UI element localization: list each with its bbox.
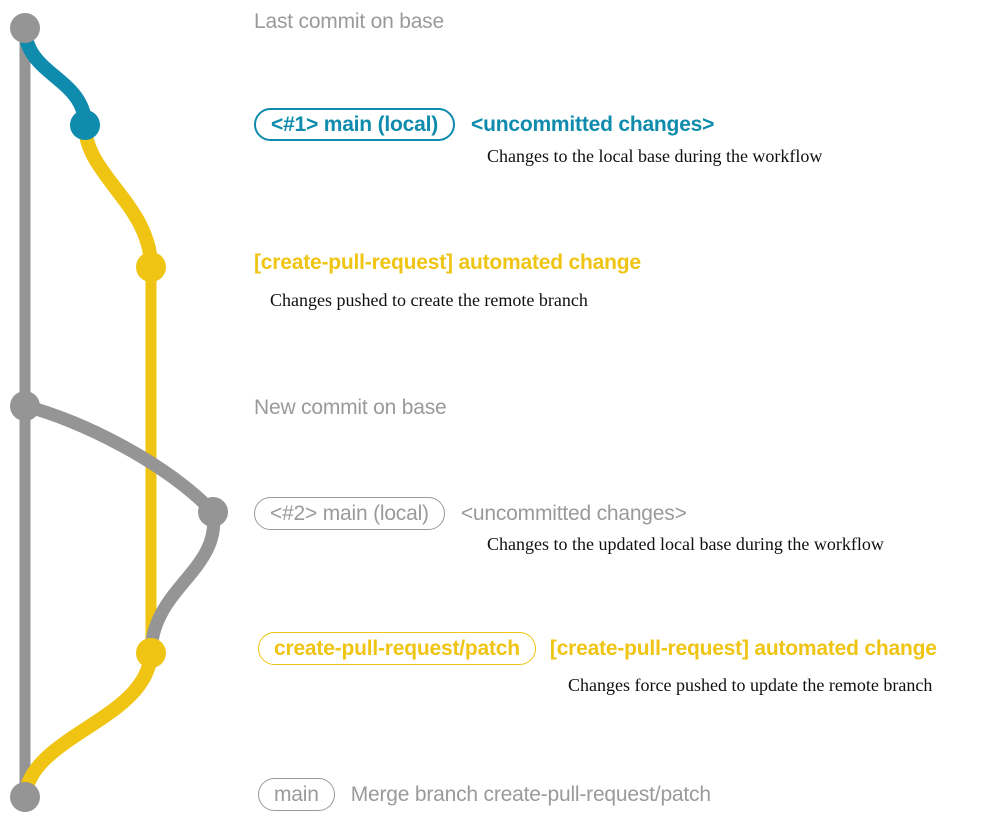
row-new-commit-on-base: New commit on base (254, 396, 447, 420)
branch-pill-create-pull-request-patch[interactable]: create-pull-request/patch (258, 632, 536, 665)
row-last-commit-on-base: Last commit on base (254, 10, 444, 34)
subtext-changes-pushed-create-remote-branch: Changes pushed to create the remote bran… (270, 290, 588, 310)
row-main-local-1: <#1> main (local) <uncommitted changes> (254, 108, 714, 141)
subtext-updated-local-base-changes: Changes to the updated local base during… (487, 534, 884, 554)
subtext-force-pushed-update-remote-branch: Changes force pushed to update the remot… (568, 675, 933, 695)
row-main-local-2: <#2> main (local) <uncommitted changes> (254, 497, 687, 530)
headline-uncommitted-changes-2: <uncommitted changes> (460, 501, 687, 525)
commit-node-main-local-1[interactable] (70, 110, 100, 140)
commit-node-automated-change-2[interactable] (136, 638, 166, 668)
headline-automated-change-2: [create-pull-request] automated change (549, 636, 937, 660)
headline-last-commit-on-base: Last commit on base (254, 10, 444, 33)
headline-new-commit-on-base: New commit on base (254, 396, 447, 419)
headline-uncommitted-changes-1: <uncommitted changes> (471, 112, 715, 136)
commit-node-new-commit-on-base[interactable] (10, 391, 40, 421)
subtext-local-base-changes: Changes to the local base during the wor… (487, 146, 823, 166)
commit-node-last-commit-on-base[interactable] (10, 13, 40, 43)
branch-pill-main-local-2[interactable]: <#2> main (local) (254, 497, 445, 530)
headline-automated-change-1: [create-pull-request] automated change (254, 251, 641, 274)
lane-local2-gray-out (18, 399, 220, 519)
row-create-pull-request-patch: create-pull-request/patch [create-pull-r… (258, 632, 937, 665)
branch-pill-main[interactable]: main (258, 778, 335, 811)
row-automated-change-1: [create-pull-request] automated change (254, 251, 641, 275)
branch-pill-main-local-1[interactable]: <#1> main (local) (254, 108, 456, 141)
headline-merge-branch: Merge branch create-pull-request/patch (350, 782, 711, 806)
commit-node-merge-main[interactable] (10, 782, 40, 812)
lane-patch-yellow-upper (78, 118, 158, 274)
commit-node-automated-change-1[interactable] (136, 252, 166, 282)
row-merge-main: main Merge branch create-pull-request/pa… (258, 778, 711, 811)
lane-local2-gray-in (144, 505, 221, 660)
commit-node-main-local-2[interactable] (198, 497, 228, 527)
lane-patch-yellow-merge (18, 646, 158, 804)
